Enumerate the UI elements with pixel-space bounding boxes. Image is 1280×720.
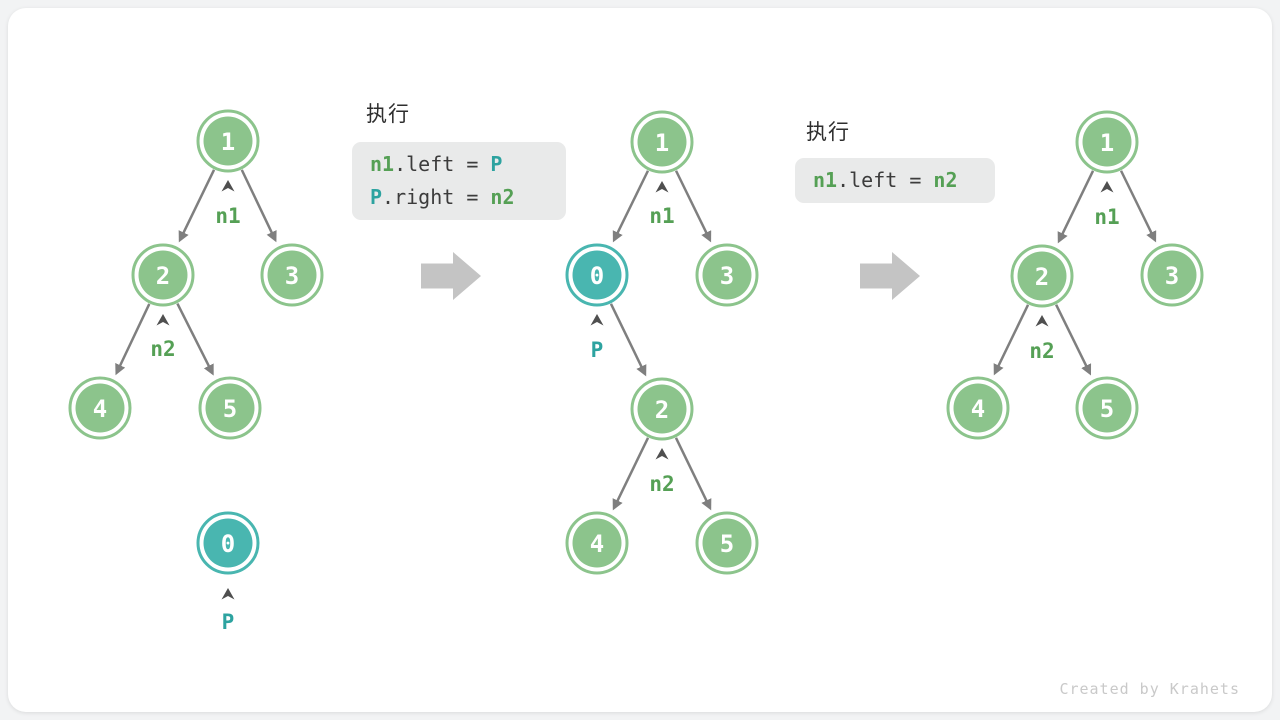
node-value: 5 <box>1100 395 1114 423</box>
edge-2-5 <box>176 303 214 376</box>
edge-1-3 <box>674 170 712 243</box>
node-value: 2 <box>1035 263 1049 291</box>
node-value: 2 <box>655 396 669 424</box>
node-4: 4 <box>68 376 132 440</box>
edge-1-0 <box>612 170 650 243</box>
node-value: 3 <box>285 262 299 290</box>
caret-up-icon <box>221 588 235 600</box>
pointer-label: n1 <box>215 204 240 228</box>
flow-arrow-right-icon <box>421 252 481 300</box>
pointer-label: n2 <box>649 472 674 496</box>
code-token: n2 <box>933 168 958 192</box>
edge-2-5 <box>1055 304 1092 376</box>
caret-up-icon <box>655 181 669 193</box>
node-value: 5 <box>223 395 237 423</box>
caret-up-icon <box>590 314 604 326</box>
flow-arrow-right-icon <box>860 252 920 300</box>
code-token: .left = <box>394 152 491 176</box>
pointer-n1: n1 <box>1094 181 1120 229</box>
node-4: 4 <box>565 511 629 575</box>
edge-1-2 <box>1057 170 1095 244</box>
node-5: 5 <box>198 376 262 440</box>
pointer-label: n1 <box>649 204 674 228</box>
code-token: n2 <box>490 185 515 209</box>
code-token: n1 <box>370 152 395 176</box>
node-3: 3 <box>695 243 759 307</box>
code-line: n1.left = P <box>370 148 548 181</box>
caret-up-icon <box>156 314 170 326</box>
node-value: 1 <box>655 129 669 157</box>
node-1: 1 <box>1075 110 1139 174</box>
pointer-label: P <box>591 338 604 362</box>
caret-up-icon <box>1100 181 1114 193</box>
node-value: 0 <box>590 262 604 290</box>
node-4: 4 <box>946 376 1010 440</box>
pointer-n2: n2 <box>150 314 176 361</box>
edge-2-5 <box>674 437 712 511</box>
pointer-n2: n2 <box>649 448 675 496</box>
node-1: 1 <box>196 109 260 173</box>
edge-2-4 <box>115 303 151 376</box>
node-0: 0 <box>196 511 260 575</box>
pointer-n1: n1 <box>215 180 241 228</box>
code-block-2: n1.left = n2 <box>795 158 995 203</box>
pointer-P: P <box>221 588 235 634</box>
tree-before: 1 2 3 4 5 0 n1 n2P <box>68 109 324 634</box>
node-5: 5 <box>695 511 759 575</box>
node-value: 5 <box>720 530 734 558</box>
pointer-label: P <box>222 610 235 634</box>
edge-1-3 <box>240 169 277 243</box>
node-value: 4 <box>590 530 604 558</box>
code-token: n1 <box>813 168 838 192</box>
code-token: .right = <box>382 185 491 209</box>
pointer-n2: n2 <box>1029 315 1055 363</box>
code-token: P <box>370 185 383 209</box>
edge-0-2 <box>609 303 647 377</box>
node-3: 3 <box>260 243 324 307</box>
caret-up-icon <box>221 180 235 192</box>
node-5: 5 <box>1075 376 1139 440</box>
edge-2-4 <box>993 304 1030 376</box>
node-2: 2 <box>630 377 694 441</box>
exec-label-1: 执行 <box>366 102 410 126</box>
pointer-P: P <box>590 314 604 362</box>
code-line: P.right = n2 <box>370 181 548 214</box>
caret-up-icon <box>655 448 669 460</box>
node-1: 1 <box>630 110 694 174</box>
node-value: 1 <box>221 128 235 156</box>
edge-2-4 <box>612 437 650 511</box>
code-line: n1.left = n2 <box>813 164 977 197</box>
node-value: 4 <box>971 395 985 423</box>
exec-label-2: 执行 <box>806 120 850 144</box>
node-value: 3 <box>720 262 734 290</box>
pointer-label: n2 <box>150 337 175 361</box>
node-2: 2 <box>1010 244 1074 308</box>
node-value: 4 <box>93 395 107 423</box>
edge-1-2 <box>178 169 216 243</box>
node-value: 0 <box>221 530 235 558</box>
watermark-credit: Created by Krahets <box>1059 680 1240 698</box>
edge-1-3 <box>1119 170 1157 243</box>
node-2: 2 <box>131 243 195 307</box>
tree-after: 1 2 3 4 5 n1 n2 <box>946 110 1204 440</box>
pointer-label: n2 <box>1029 339 1054 363</box>
code-token: P <box>490 152 503 176</box>
node-value: 2 <box>156 262 170 290</box>
pointer-n1: n1 <box>649 181 675 228</box>
code-token: .left = <box>837 168 934 192</box>
node-value: 3 <box>1165 262 1179 290</box>
pointer-label: n1 <box>1094 205 1119 229</box>
node-0: 0 <box>565 243 629 307</box>
node-value: 1 <box>1100 129 1114 157</box>
node-3: 3 <box>1140 243 1204 307</box>
caret-up-icon <box>1035 315 1049 327</box>
